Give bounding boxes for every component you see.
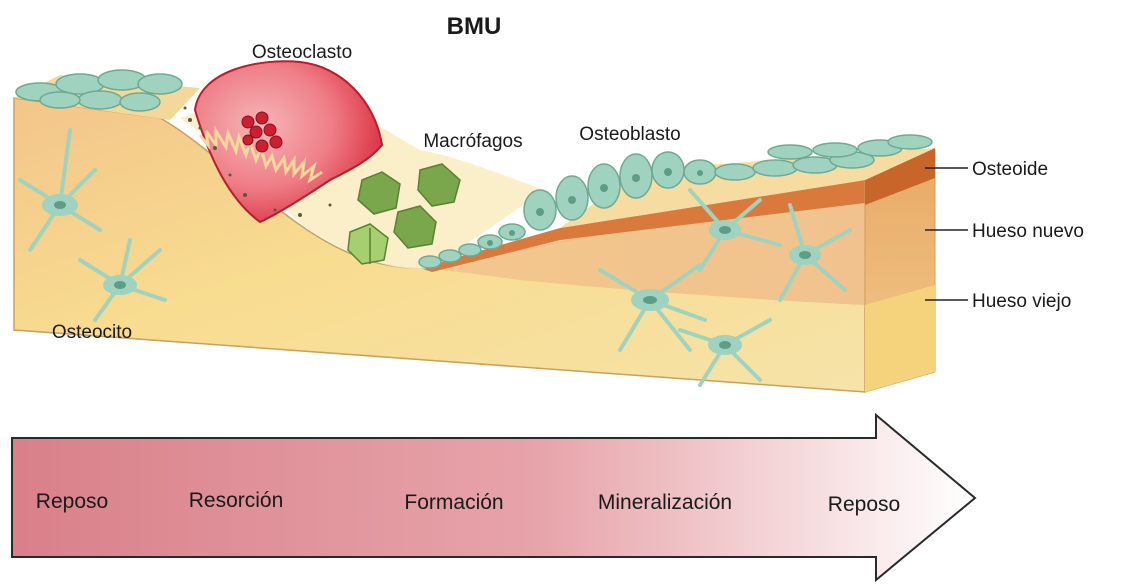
label-macrophages: Macrófagos — [423, 131, 522, 152]
label-osteoid: Osteoide — [972, 159, 1048, 180]
phase-resorption: Resorción — [189, 489, 284, 512]
label-new-bone: Hueso nuevo — [972, 221, 1084, 242]
label-osteoclast: Osteoclasto — [252, 42, 352, 63]
phase-rest-end: Reposo — [828, 493, 900, 516]
phase-mineralization: Mineralización — [598, 491, 732, 514]
phase-formation: Formación — [404, 491, 503, 514]
label-osteoblast: Osteoblasto — [579, 124, 680, 145]
label-old-bone: Hueso viejo — [972, 291, 1071, 312]
label-osteocyte: Osteocito — [52, 322, 132, 343]
phase-rest-start: Reposo — [36, 490, 108, 513]
diagram-title: BMU — [447, 13, 502, 40]
